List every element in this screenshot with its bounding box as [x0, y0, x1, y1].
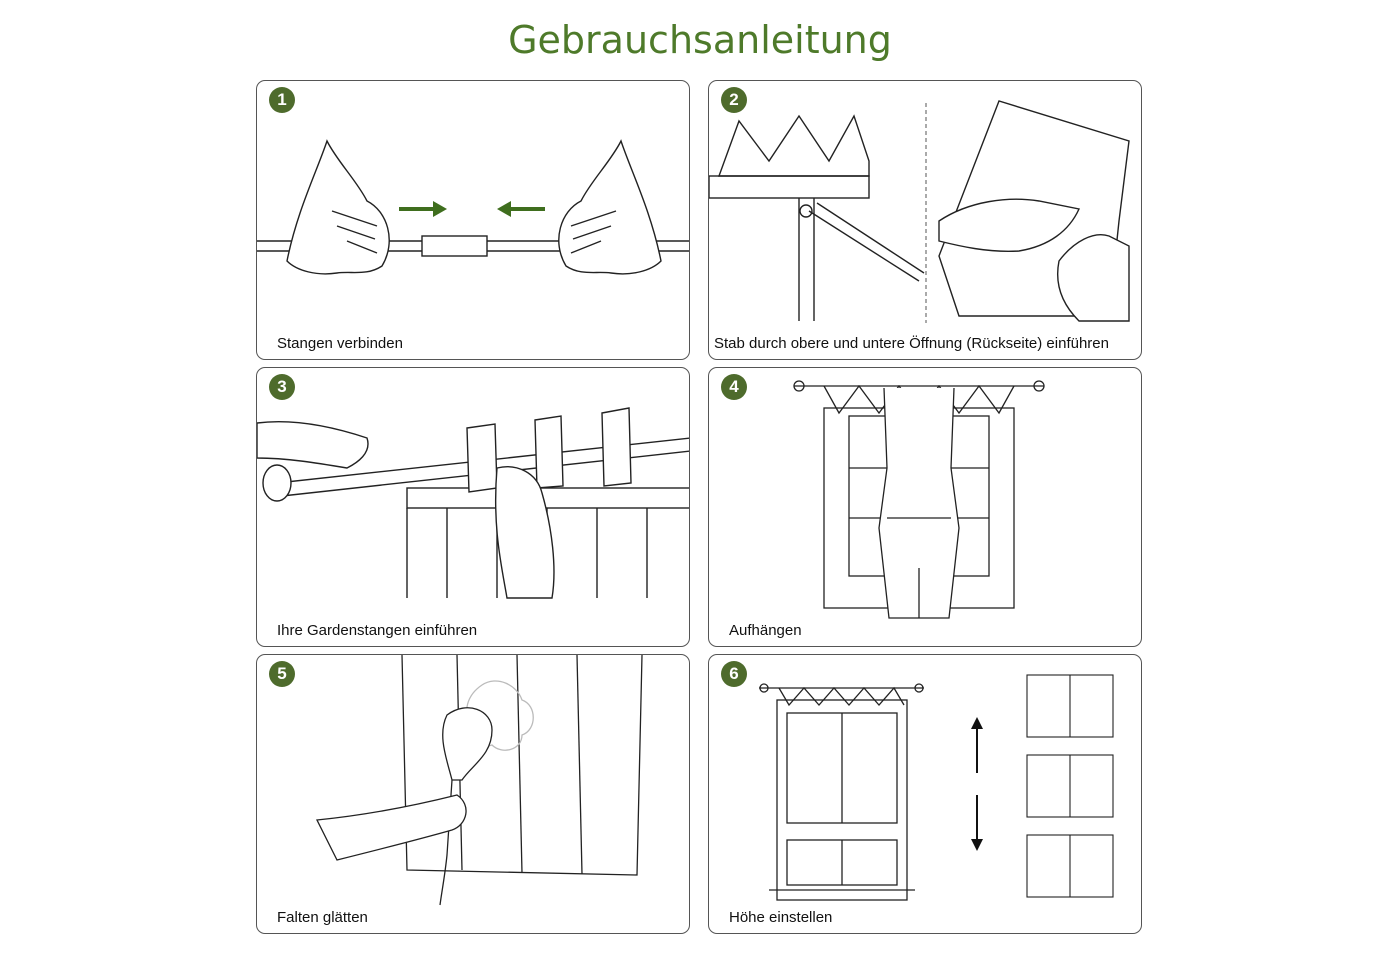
- page-title: Gebrauchsanleitung: [508, 18, 892, 62]
- step-number-badge: 6: [721, 661, 747, 687]
- step-caption: Stab durch obere und untere Öffnung (Rüc…: [714, 335, 1109, 352]
- step-2-panel: 2 Stab durch obere und untere Öffnung (R…: [708, 80, 1142, 360]
- step-5-panel: 5 Falten glätten: [256, 654, 690, 934]
- step-number-badge: 5: [269, 661, 295, 687]
- rod-threading-illustration: [257, 407, 689, 599]
- step-3-panel: 3 Ihre Gardenstangen einführen: [256, 367, 690, 647]
- step-caption: Falten glätten: [277, 909, 368, 926]
- rod-insert-illustration: [709, 100, 1130, 323]
- height-adjust-illustration: [759, 674, 1114, 901]
- hanging-illustration: [793, 380, 1045, 619]
- rod-connect-illustration: [257, 139, 689, 275]
- step-1-panel: 1 Stangen verbinden: [256, 80, 690, 360]
- step-caption: Stangen verbinden: [277, 335, 403, 352]
- step-number-badge: 4: [721, 374, 747, 400]
- steaming-illustration: [315, 655, 643, 906]
- step-number-badge: 2: [721, 87, 747, 113]
- step-4-panel: 4 Aufhängen: [708, 367, 1142, 647]
- step-caption: Aufhängen: [729, 622, 802, 639]
- step-number-badge: 1: [269, 87, 295, 113]
- step-number-badge: 3: [269, 374, 295, 400]
- step-6-panel: 6 Höhe einstellen: [708, 654, 1142, 934]
- step-caption: Ihre Gardenstangen einführen: [277, 622, 478, 639]
- step-caption: Höhe einstellen: [729, 909, 833, 926]
